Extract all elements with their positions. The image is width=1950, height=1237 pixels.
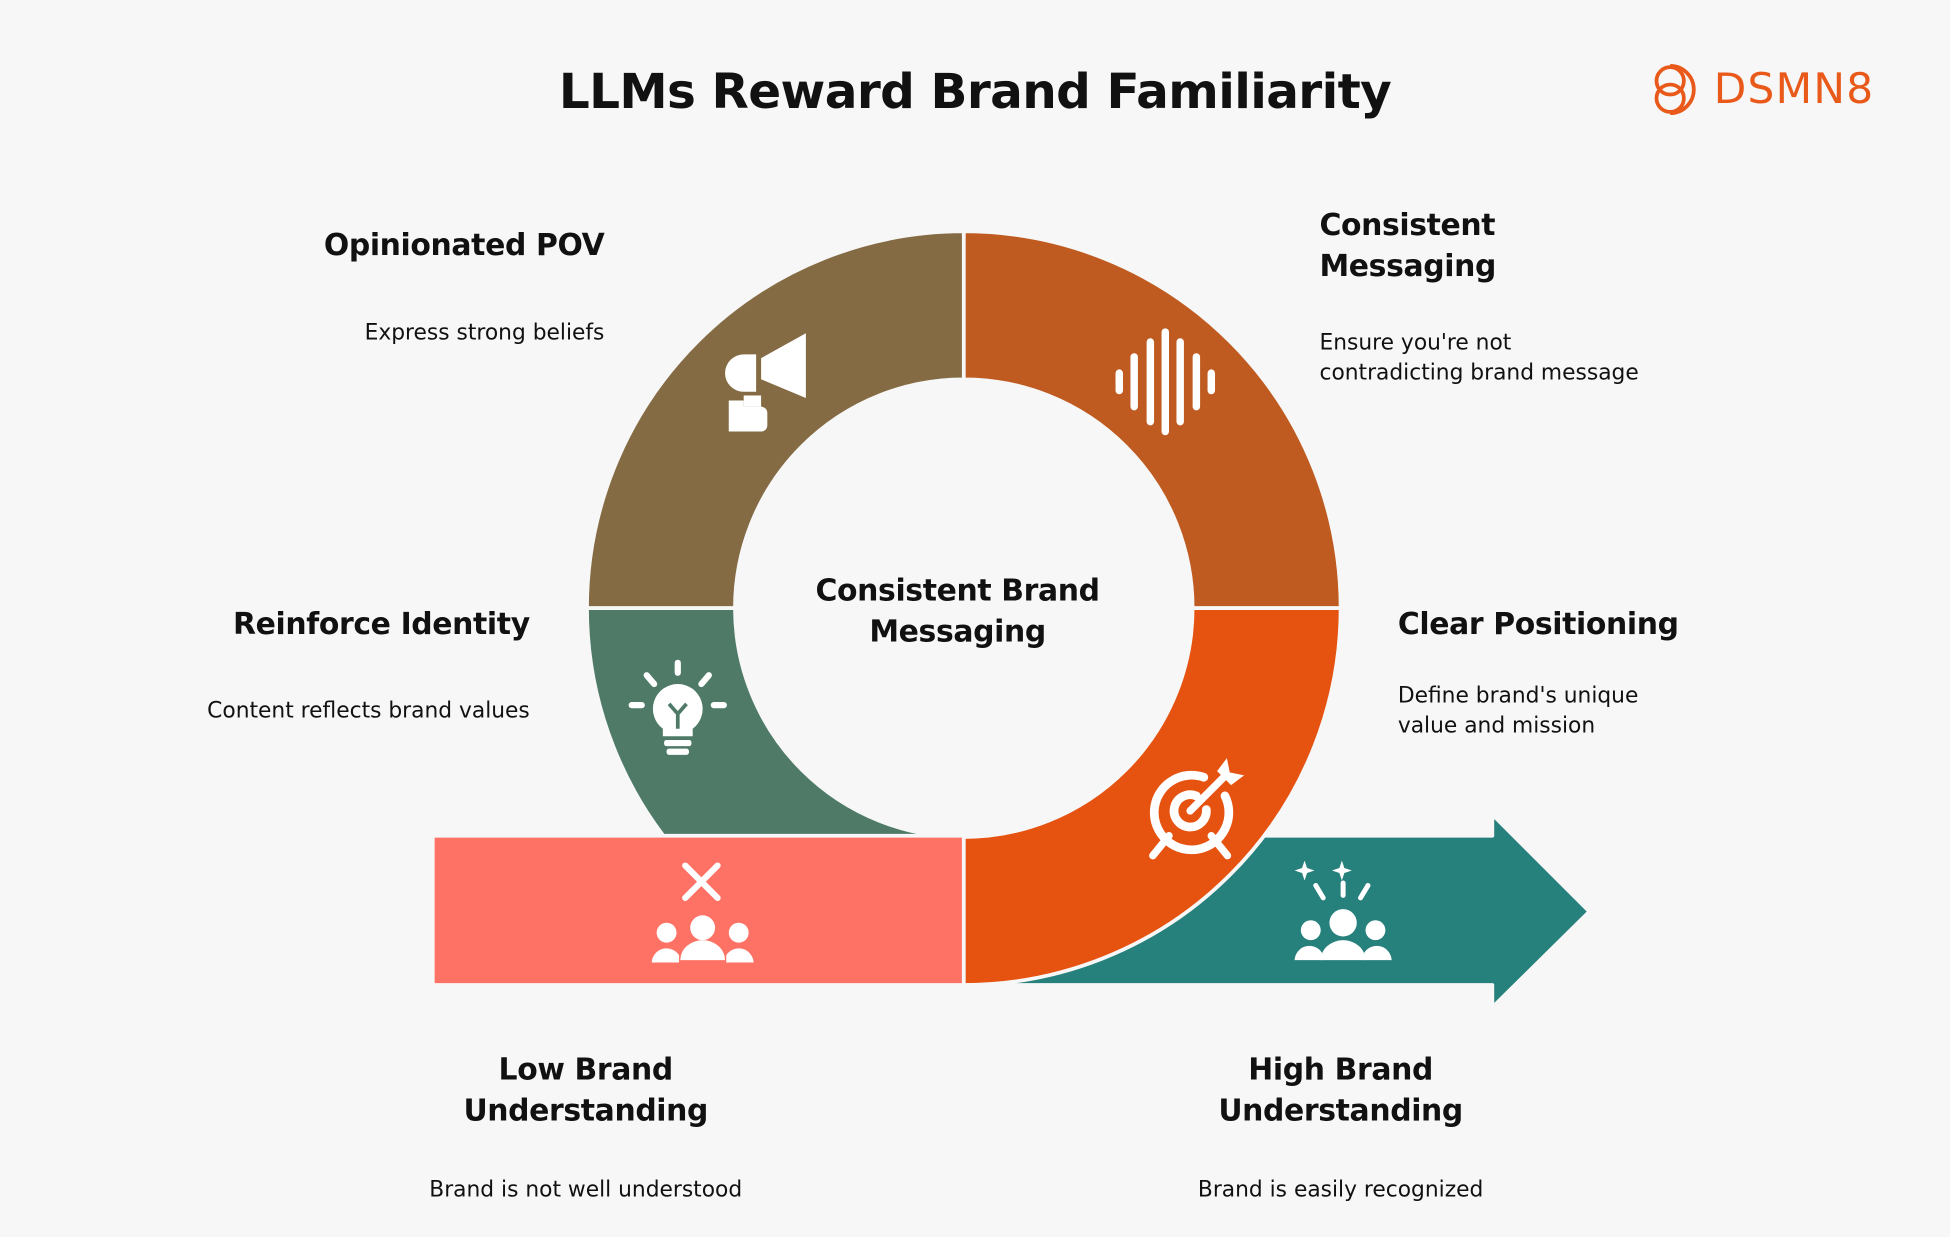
clear-positioning-desc-1: Define brand's unique — [1397, 683, 1639, 709]
high-understanding-desc: Brand is easily recognized — [1197, 1177, 1484, 1203]
target-icon — [1149, 758, 1245, 860]
segment-opinionated-pov — [585, 229, 966, 610]
consistent-messaging-heading-2: Messaging — [1319, 248, 1496, 284]
low-understanding-bar — [430, 833, 966, 987]
low-understanding-heading-1: Low Brand — [498, 1052, 674, 1087]
low-understanding-heading-2: Understanding — [463, 1093, 709, 1128]
dsmn8-logo: DSMN8 — [1649, 62, 1874, 117]
megaphone-icon — [725, 333, 806, 432]
clear-positioning-heading: Clear Positioning — [1397, 606, 1679, 642]
opinionated-pov-heading: Opinionated POV — [323, 227, 605, 263]
segment-clear-positioning — [961, 606, 1343, 987]
consistent-messaging-desc-2: contradicting brand message — [1319, 360, 1639, 386]
logo-text: DSMN8 — [1713, 64, 1875, 115]
consistent-messaging-heading-1: Consistent — [1319, 207, 1496, 243]
reinforce-identity-heading: Reinforce Identity — [233, 606, 530, 642]
clear-positioning-desc-2: value and mission — [1397, 713, 1596, 739]
low-understanding-desc: Brand is not well understood — [429, 1177, 743, 1203]
lightbulb-icon — [628, 659, 727, 755]
high-understanding-heading-1: High Brand — [1248, 1052, 1433, 1087]
opinionated-pov-desc: Express strong beliefs — [364, 320, 605, 346]
consistent-messaging-desc-1: Ensure you're not — [1319, 330, 1512, 356]
center-label-1: Consistent Brand — [815, 573, 1100, 609]
center-label-2: Messaging — [869, 614, 1046, 650]
sound-wave-icon — [1115, 328, 1216, 436]
page-title: LLMs Reward Brand Familiarity — [558, 64, 1392, 121]
high-understanding-heading-2: Understanding — [1218, 1093, 1463, 1128]
people-x-icon — [651, 862, 754, 963]
logo-mark-icon — [1654, 64, 1696, 116]
reinforce-identity-desc: Content reflects brand values — [207, 698, 530, 724]
people-celebrate-icon — [1294, 860, 1392, 961]
